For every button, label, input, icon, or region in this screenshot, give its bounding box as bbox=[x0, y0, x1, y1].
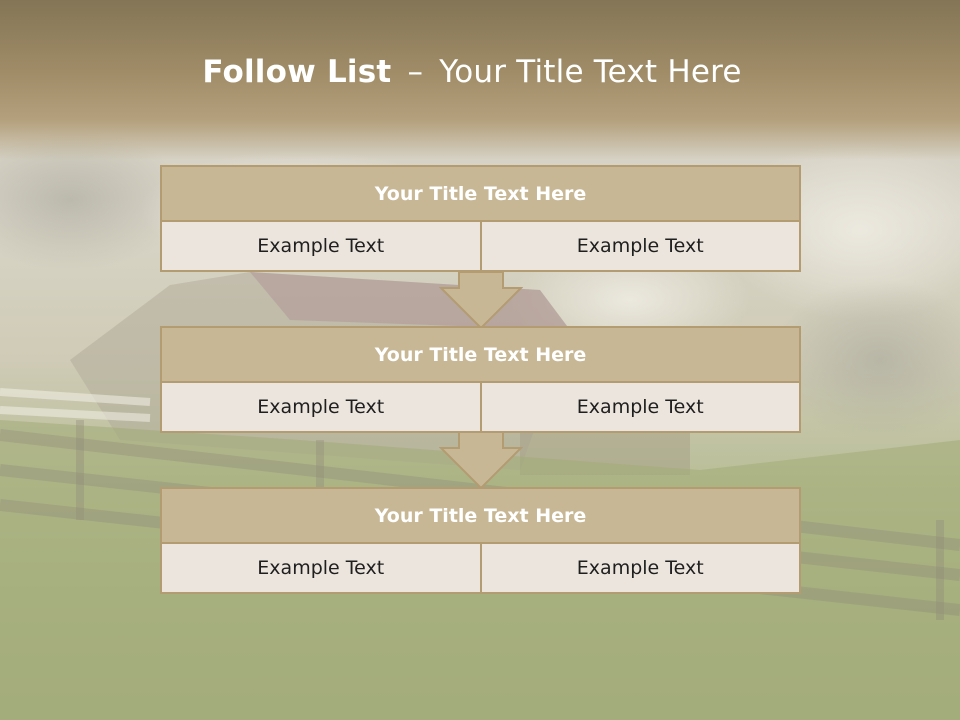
block-title: Your Title Text Here bbox=[160, 165, 801, 222]
block-left-text: Example Text bbox=[257, 235, 385, 257]
block-right-text: Example Text bbox=[479, 383, 800, 431]
list-block-3: Your Title Text Here Example Text Exampl… bbox=[160, 487, 801, 594]
title-separator: – bbox=[407, 54, 424, 90]
block-left-text: Example Text bbox=[257, 396, 385, 418]
list-block-1: Your Title Text Here Example Text Exampl… bbox=[160, 165, 801, 272]
list-block-2: Your Title Text Here Example Text Exampl… bbox=[160, 326, 801, 433]
block-row: Example Text Example Text bbox=[160, 544, 801, 594]
block-title: Your Title Text Here bbox=[160, 487, 801, 544]
down-arrow-icon bbox=[439, 271, 523, 330]
block-left-text: Example Text bbox=[257, 557, 385, 579]
block-right-text: Example Text bbox=[479, 544, 800, 592]
block-right-text: Example Text bbox=[479, 222, 800, 270]
title-bold: Follow List bbox=[202, 54, 392, 90]
block-title: Your Title Text Here bbox=[160, 326, 801, 383]
block-row: Example Text Example Text bbox=[160, 222, 801, 272]
title-rest: Your Title Text Here bbox=[439, 54, 742, 90]
block-row: Example Text Example Text bbox=[160, 383, 801, 433]
down-arrow-icon bbox=[439, 431, 523, 490]
title-bar bbox=[0, 0, 960, 160]
slide-title: Follow List – Your Title Text Here bbox=[0, 54, 944, 90]
